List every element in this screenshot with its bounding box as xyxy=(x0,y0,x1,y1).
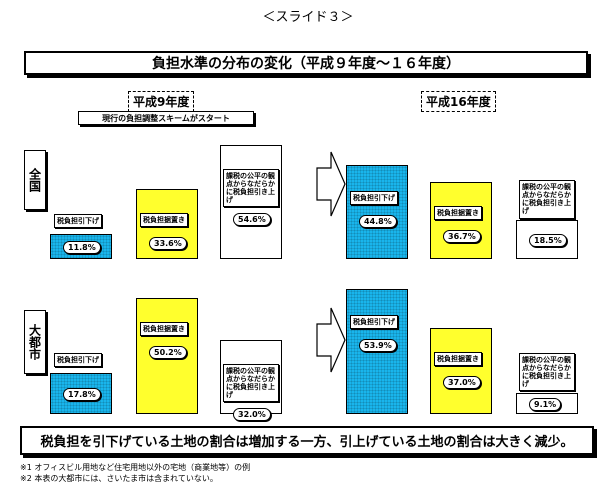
region-label-national: 全国 xyxy=(24,150,46,210)
value-label-maintain: 36.7% xyxy=(443,230,481,244)
value-label-increase: 32.0% xyxy=(233,407,271,421)
value-label-increase: 54.6% xyxy=(233,212,271,226)
value-label-maintain: 33.6% xyxy=(149,236,187,250)
bar-label-increase: 課税の公平の観点からなだらかに税負担引き上げ xyxy=(223,363,279,402)
slide-label: ＜スライド３＞ xyxy=(262,10,354,25)
conclusion-box: 税負担を引下げている土地の割合は増加する一方、引上げている土地の割合は大きく減少… xyxy=(20,426,594,455)
period-label-h9: 平成9年度 xyxy=(128,91,195,112)
arrow-right-icon-big-cities xyxy=(316,307,346,373)
bar-label-maintain: 税負担据置き xyxy=(434,206,482,221)
bar-label-reduce: 税負担引下げ xyxy=(350,314,398,329)
bar-label-increase: 課税の公平の観点からなだらかに税負担引き上げ xyxy=(223,168,279,208)
bar-label-maintain: 税負担据置き xyxy=(140,212,188,227)
value-label-increase: 18.5% xyxy=(529,234,567,248)
bar-label-increase: 課税の公平の観点からなだらかに税負担引き上げ xyxy=(519,180,575,219)
footnote-1: ※1 オフィスビル用地など住宅用地以外の宅地（商業地等）の例 xyxy=(20,463,251,472)
footnote-2: ※2 本表の大都市には、さいたま市は含まれていない。 xyxy=(20,474,218,483)
bar-label-reduce: 税負担引下げ xyxy=(54,214,102,229)
bar-label-reduce: 税負担引下げ xyxy=(350,191,398,206)
bar-label-maintain: 税負担据置き xyxy=(434,352,482,367)
value-label-maintain: 50.2% xyxy=(149,345,187,359)
bar-maintain-national-h16 xyxy=(430,182,492,259)
arrow-right-icon-national xyxy=(316,151,346,217)
region-label-big-cities: 大都市 xyxy=(24,310,46,374)
bar-reduce-national-h16 xyxy=(346,165,408,259)
value-label-maintain: 37.0% xyxy=(443,376,481,390)
value-label-increase: 9.1% xyxy=(529,397,562,411)
scheme-start-note: 現行の負担調整スキームがスタート xyxy=(78,111,254,125)
value-label-reduce: 53.9% xyxy=(359,338,397,352)
bar-label-increase: 課税の公平の観点からなだらかに税負担引き上げ xyxy=(519,352,575,392)
value-label-reduce: 44.8% xyxy=(359,215,397,229)
bar-maintain-big-cities-h16 xyxy=(430,328,492,414)
chart-title: 負担水準の分布の変化（平成９年度～１６年度） xyxy=(24,51,588,75)
period-label-h16: 平成16年度 xyxy=(421,91,496,112)
bar-label-maintain: 税負担据置き xyxy=(140,321,188,336)
value-label-reduce: 11.8% xyxy=(63,241,101,255)
bar-label-reduce: 税負担引下げ xyxy=(54,352,102,367)
value-label-reduce: 17.8% xyxy=(63,387,101,401)
